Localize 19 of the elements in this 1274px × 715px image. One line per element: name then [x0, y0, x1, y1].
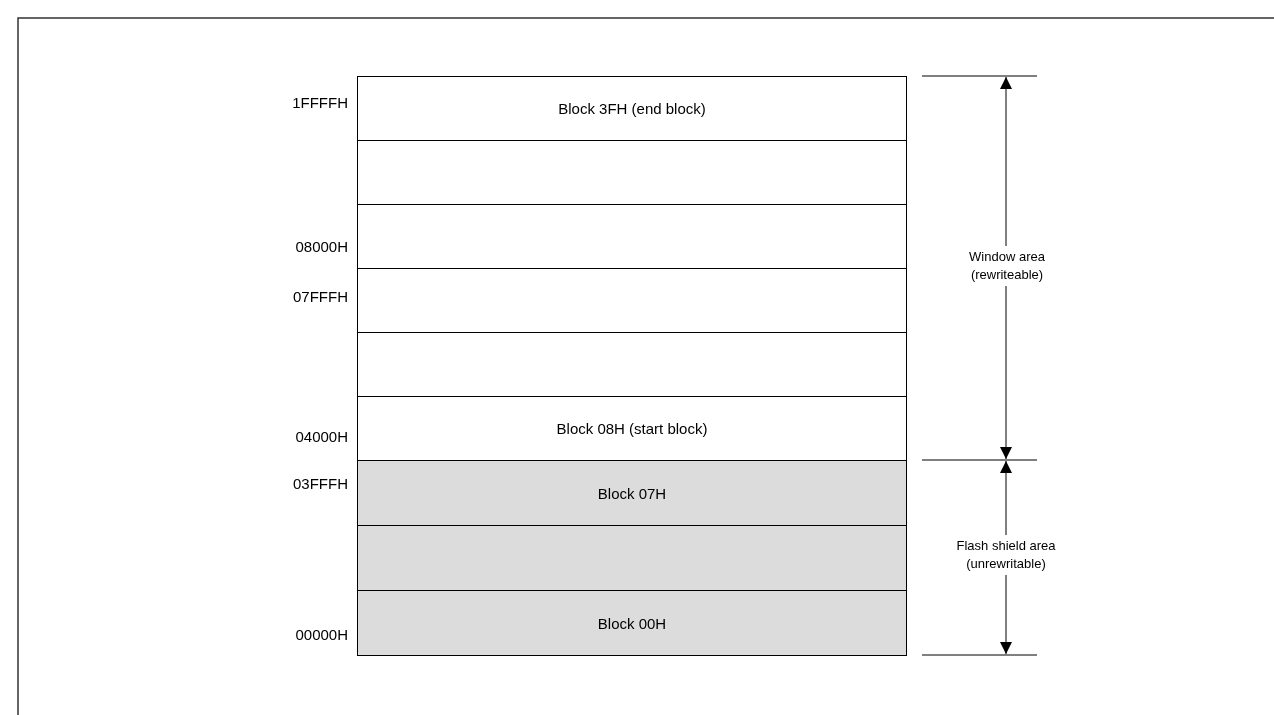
- memory-block: [357, 268, 907, 333]
- memory-block: [357, 76, 907, 141]
- memory-block: [357, 460, 907, 526]
- memory-block: [357, 140, 907, 205]
- block-label: Block 3FH (end block): [558, 100, 706, 117]
- memory-block: [357, 396, 907, 461]
- memory-block: [357, 590, 907, 656]
- block-label: Block 08H (start block): [556, 420, 708, 437]
- memory-block: [357, 332, 907, 397]
- address-label: 1FFFFH: [291, 94, 348, 112]
- memory-block: [357, 525, 907, 591]
- address-label: 00000H: [294, 626, 348, 644]
- block-label: Block 00H: [597, 614, 667, 632]
- address-label: 04000H: [294, 428, 348, 446]
- address-label: 03FFFH: [292, 475, 348, 493]
- address-label: 08000H: [294, 238, 348, 256]
- memory-block: [357, 204, 907, 269]
- address-label: 07FFFH: [292, 288, 348, 306]
- block-label: Block 07H: [597, 484, 667, 502]
